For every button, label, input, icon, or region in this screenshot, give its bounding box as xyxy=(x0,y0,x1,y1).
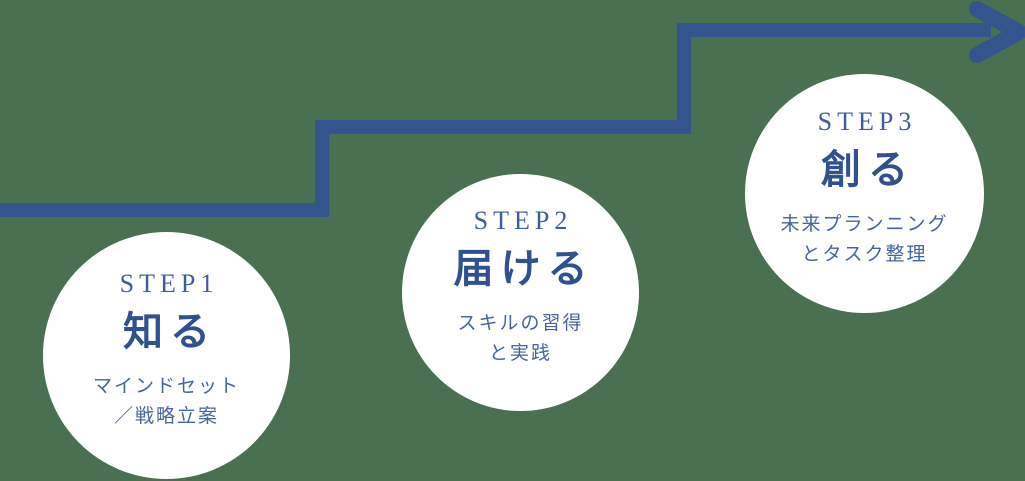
step-1-title: 知る xyxy=(123,309,217,355)
arrow-shaft xyxy=(0,23,991,217)
arrow-head xyxy=(969,1,1025,63)
step-circle-1: STEP1 知る マインドセット ／戦略立案 xyxy=(43,232,290,479)
step-2-title: 届ける xyxy=(453,246,595,292)
step-circle-2: STEP2 届ける スキルの習得 と実践 xyxy=(402,174,639,411)
step-3-label: STEP3 xyxy=(817,106,917,136)
step-2-description: スキルの習得 と実践 xyxy=(457,313,584,364)
step-1-description: マインドセット ／戦略立案 xyxy=(92,376,240,427)
step-3-title: 創る xyxy=(821,147,915,193)
step-1-label: STEP1 xyxy=(119,268,219,298)
step-circle-3: STEP3 創る 未来プランニング とタスク整理 xyxy=(745,74,984,313)
step-2-label: STEP2 xyxy=(473,205,573,235)
step-3-description: 未来プランニング とタスク整理 xyxy=(780,214,949,265)
